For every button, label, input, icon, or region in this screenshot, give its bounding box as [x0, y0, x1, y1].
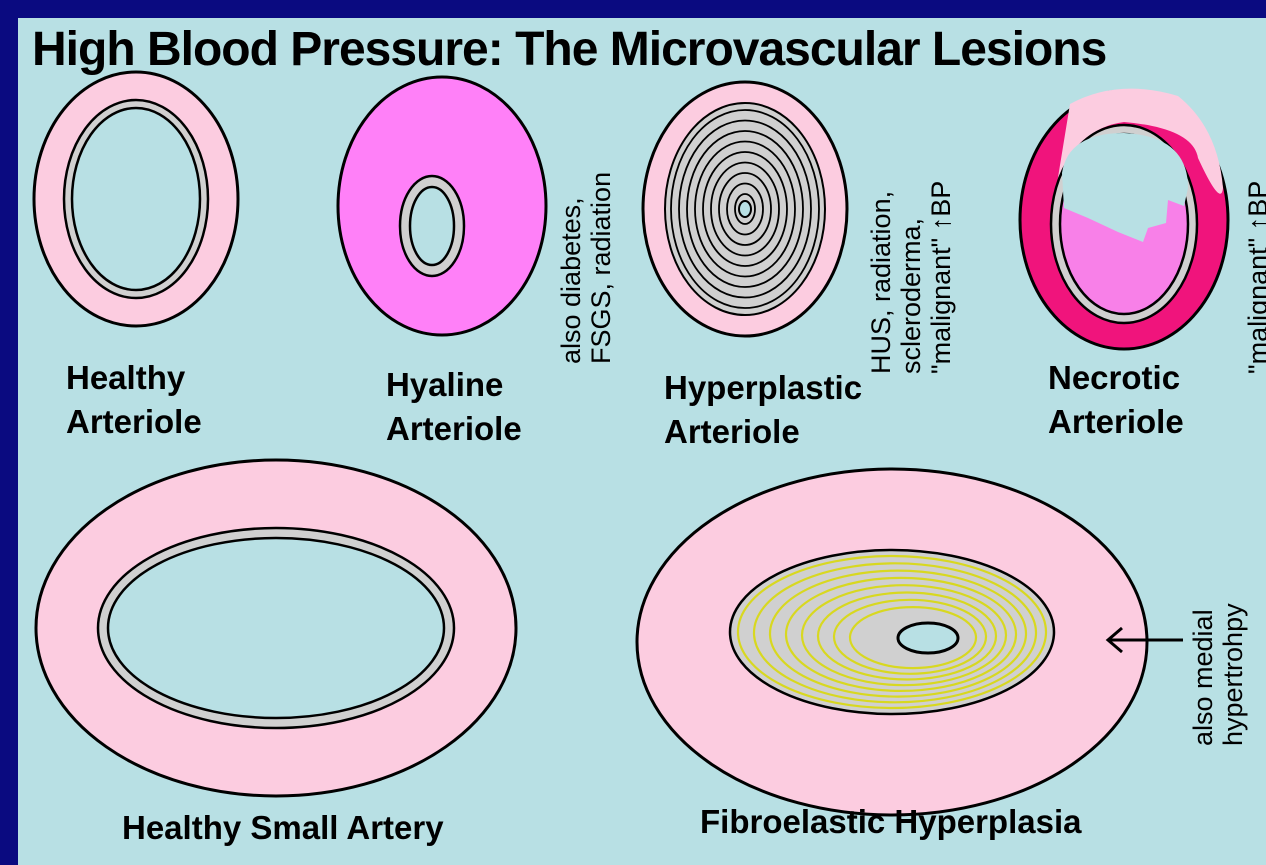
healthy-arteriole-figure	[34, 72, 238, 326]
healthy-small-artery-figure	[36, 460, 516, 796]
necrotic-arteriole-label: Necrotic Arteriole	[1048, 356, 1184, 444]
healthy-arteriole-label: Healthy Arteriole	[66, 356, 202, 444]
healthy-small-artery-label: Healthy Small Artery	[122, 806, 444, 850]
fibroelastic-note: also medial hypertrohpy	[1188, 603, 1248, 746]
hyperplastic-note: HUS, radiation, scleroderma, "malignant"…	[866, 181, 956, 374]
slide-canvas: High Blood Pressure: The Microvascular L…	[18, 18, 1266, 865]
fibroelastic-hyperplasia-label: Fibroelastic Hyperplasia	[700, 800, 1081, 844]
hyperplastic-lumen	[739, 201, 751, 217]
hyaline-arteriole-figure	[338, 77, 546, 335]
hyaline-arteriole-label: Hyaline Arteriole	[386, 363, 522, 451]
necrotic-note: "malignant" ↑BP	[1243, 181, 1266, 374]
necrotic-arteriole-figure	[1020, 89, 1228, 349]
fibroelastic-hyperplasia-figure	[637, 469, 1147, 815]
fibroelastic-lumen	[898, 623, 958, 653]
hyperplastic-arteriole-label: Hyperplastic Arteriole	[664, 366, 862, 454]
hyaline-note: also diabetes, FSGS, radiation	[556, 172, 616, 364]
hyperplastic-arteriole-figure	[643, 82, 847, 336]
